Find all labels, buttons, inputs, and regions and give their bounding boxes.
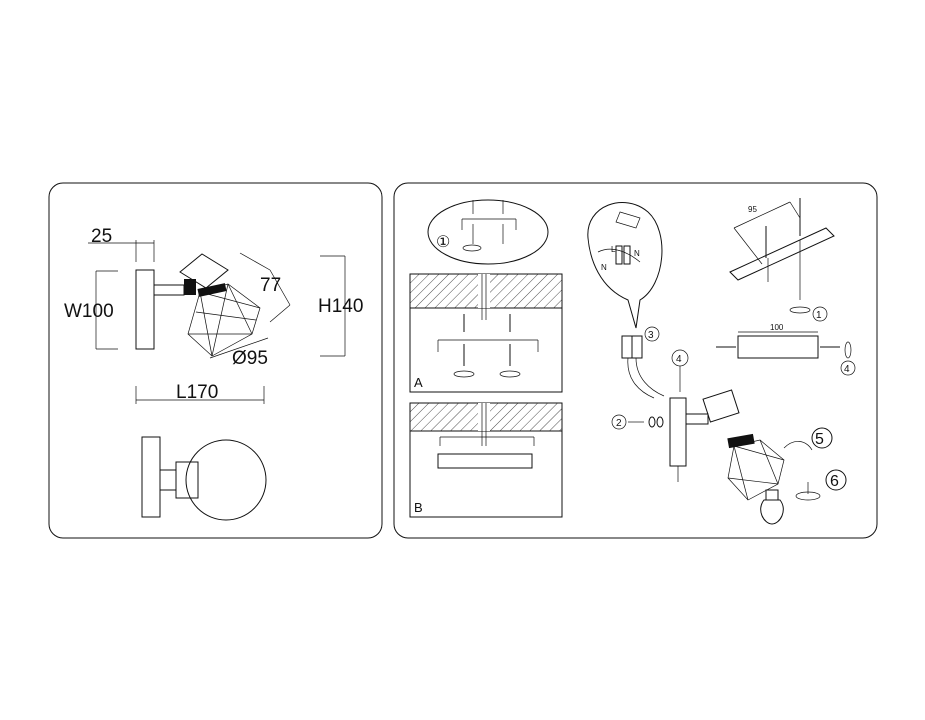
installation-panel: ① A — [393, 182, 878, 539]
wiring-detail: N L N — [587, 202, 663, 329]
dim-length-label: L170 — [176, 382, 218, 403]
step-3-marker: 3 — [648, 330, 654, 341]
dim-shade-height-label: 77 — [260, 275, 281, 296]
bracket-front: 100 4 — [716, 323, 856, 376]
step-1-marker: ① — [436, 234, 450, 251]
globe-variant — [141, 436, 267, 521]
step-1b-marker: 1 — [816, 310, 822, 321]
bracket-spacing-label: 95 — [748, 205, 757, 214]
dim-depth-label: 25 — [91, 226, 112, 247]
cage-shade — [187, 283, 261, 357]
fixture-assembly: 3 4 2 — [611, 326, 847, 525]
socket — [184, 279, 196, 295]
dim-height-label: H140 — [318, 296, 363, 317]
backplate-side — [135, 269, 155, 350]
step-5-marker: 5 — [815, 431, 824, 448]
wire-label-l: L — [611, 245, 616, 254]
step-6-marker: 6 — [830, 473, 839, 490]
mounting-bracket: 95 1 — [729, 198, 835, 322]
bulb — [760, 489, 784, 525]
step-2-marker: 2 — [616, 418, 622, 429]
dim-diameter-label: Ø95 — [232, 348, 268, 369]
panel-b-label: B — [414, 500, 423, 515]
wire-label-n2: N — [634, 249, 640, 258]
panel-a: A — [409, 273, 563, 393]
dimension-panel: 25 W100 77 H140 — [48, 182, 383, 539]
bracket-length-label: 100 — [770, 323, 784, 332]
panel-b: B — [409, 402, 563, 518]
backplate — [669, 397, 687, 467]
step-4-marker: 4 — [676, 354, 682, 365]
dim-width-label: W100 — [64, 301, 114, 322]
step-4b-marker: 4 — [844, 364, 850, 375]
wire-label-n: N — [601, 263, 607, 272]
cage-shade-install — [727, 439, 785, 501]
panel-a-label: A — [414, 375, 423, 390]
